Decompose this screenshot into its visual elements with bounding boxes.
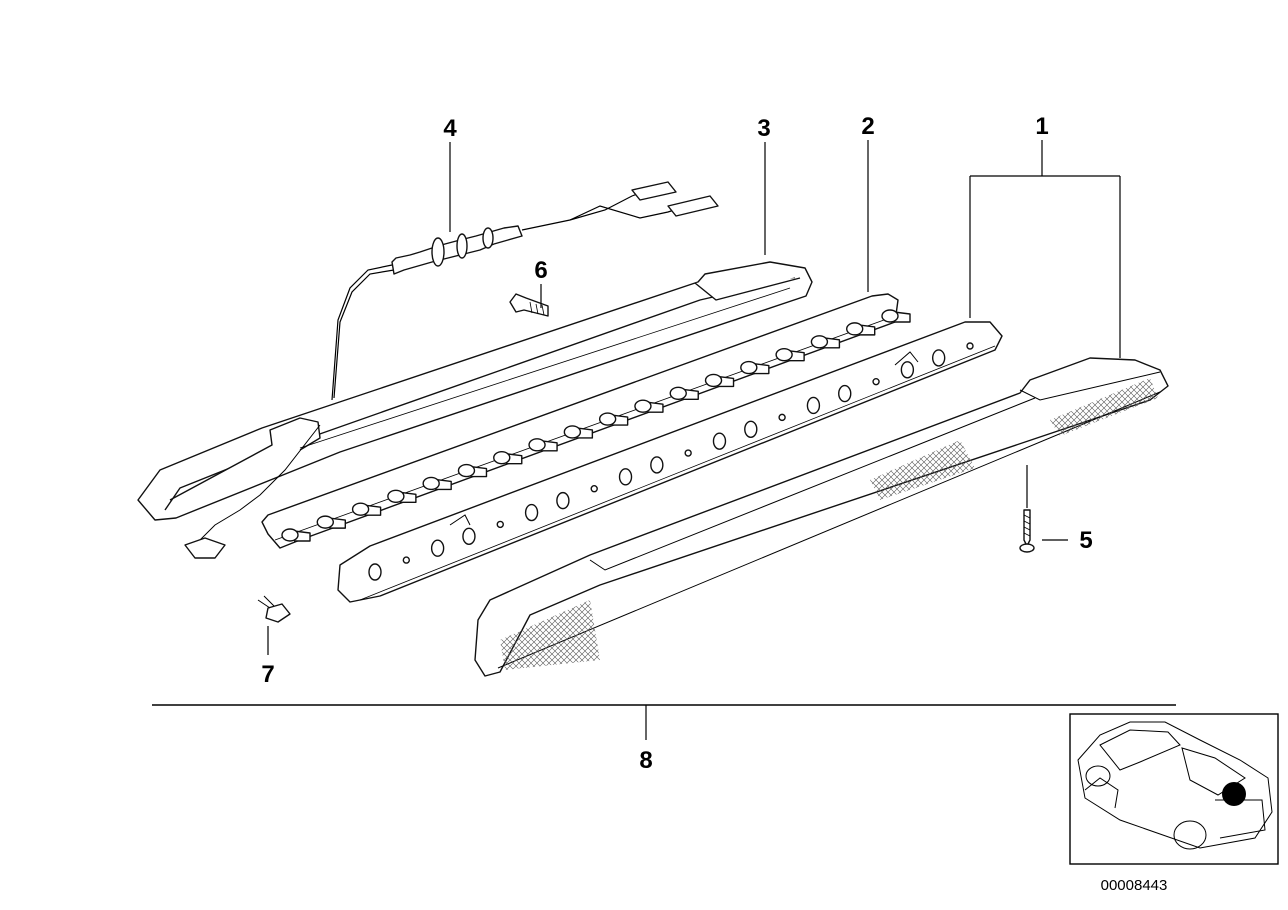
led-pin-icon <box>810 335 841 349</box>
led-pin-icon <box>775 347 805 362</box>
reflector-hole-icon <box>966 342 974 350</box>
reflector-hole-icon <box>684 449 692 457</box>
led-pin-icon <box>422 476 452 491</box>
led-pin-icon <box>528 438 558 452</box>
callout-3: 3 <box>757 115 770 142</box>
led-pin-icon <box>351 502 382 516</box>
reflector-hole-icon <box>368 563 382 581</box>
callout-2: 2 <box>861 113 874 140</box>
reflector-hole-icon <box>618 468 633 486</box>
led-pin-icon <box>669 386 699 400</box>
reflector-hole-icon <box>650 456 664 474</box>
screw-part <box>1019 509 1035 553</box>
led-pin-icon <box>704 373 735 388</box>
lens-cover-part <box>474 357 1169 677</box>
led-board-part <box>261 293 911 549</box>
callout-8: 8 <box>639 747 652 774</box>
bulb-part <box>257 595 291 623</box>
reflector-hole-icon <box>430 539 445 557</box>
reflector-hole-icon <box>496 520 504 529</box>
locator-inset <box>1069 713 1279 865</box>
leader-lines <box>152 140 1176 740</box>
led-pin-icon <box>881 309 911 323</box>
callout-5: 5 <box>1079 527 1092 554</box>
reflector-hole-icon <box>462 527 476 546</box>
reflector-hole-icon <box>590 485 598 493</box>
callout-4: 4 <box>443 115 457 142</box>
housing-part <box>137 261 813 521</box>
led-pin-icon <box>846 322 876 336</box>
bolt-part <box>509 293 549 317</box>
reflector-hole-icon <box>806 396 821 415</box>
reflector-hole-icon <box>931 349 946 367</box>
led-pin-icon <box>281 528 311 542</box>
reflector-hole-icon <box>778 413 786 422</box>
reflector-strip-part <box>337 321 1003 603</box>
reflector-hole-icon <box>900 361 915 379</box>
wiring-harness-part <box>184 181 719 559</box>
callout-1: 1 <box>1035 113 1048 140</box>
callout-6: 6 <box>534 257 547 284</box>
reflector-hole-icon <box>556 491 570 510</box>
callout-7: 7 <box>261 661 274 688</box>
led-pin-icon <box>598 412 629 426</box>
reflector-hole-icon <box>744 420 758 438</box>
led-pin-icon <box>634 399 664 413</box>
led-pin-icon <box>387 489 417 504</box>
led-pin-icon <box>740 360 770 375</box>
reference-number: 00008443 <box>1101 877 1168 894</box>
reflector-hole-icon <box>712 432 727 450</box>
position-marker-icon <box>1222 782 1246 806</box>
led-pin-icon <box>316 515 346 529</box>
led-pin-icon <box>493 451 523 465</box>
led-pin-icon <box>563 425 594 439</box>
reflector-hole-icon <box>524 503 539 522</box>
reflector-hole-icon <box>402 556 411 564</box>
reflector-hole-icon <box>872 377 880 386</box>
led-pin-icon <box>457 463 488 478</box>
reflector-hole-icon <box>838 384 852 403</box>
